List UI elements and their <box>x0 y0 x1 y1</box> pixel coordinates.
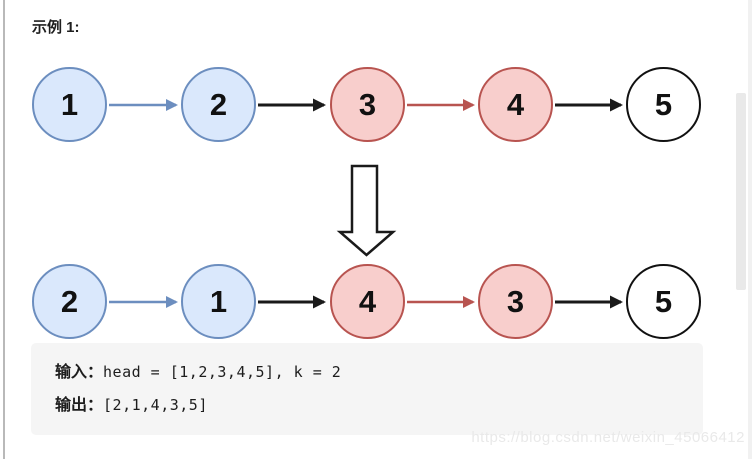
scrollbar-thumb[interactable] <box>736 93 746 290</box>
example-title: 示例 1: <box>32 19 80 36</box>
output-value: [2,1,4,3,5] <box>103 396 208 414</box>
scrollbar-track[interactable] <box>748 0 752 459</box>
input-label: 输入： <box>55 364 104 381</box>
list-node: 5 <box>626 67 701 142</box>
example-output-line: 输出：[2,1,4,3,5] <box>55 389 703 422</box>
hollow-down-arrow <box>336 164 397 257</box>
csdn-watermark: https://blog.csdn.net/weixin_45066412 <box>471 429 745 446</box>
node-value: 1 <box>60 86 79 122</box>
left-border-rule <box>3 0 5 459</box>
node-value: 4 <box>358 283 377 319</box>
output-label: 输出： <box>55 397 104 414</box>
list-node: 1 <box>181 264 256 339</box>
node-value: 2 <box>209 86 228 122</box>
list-node: 1 <box>32 67 107 142</box>
node-value: 3 <box>358 86 377 122</box>
node-value: 5 <box>654 86 673 122</box>
node-value: 1 <box>209 283 228 319</box>
input-value: head = [1,2,3,4,5], k = 2 <box>103 363 342 381</box>
example-io-block: 输入：head = [1,2,3,4,5], k = 2 输出：[2,1,4,3… <box>31 343 703 435</box>
node-value: 5 <box>654 283 673 319</box>
list-node: 4 <box>330 264 405 339</box>
node-value: 2 <box>60 283 79 319</box>
node-value: 4 <box>506 86 525 122</box>
example-input-line: 输入：head = [1,2,3,4,5], k = 2 <box>55 356 703 389</box>
list-node: 3 <box>478 264 553 339</box>
list-node: 2 <box>32 264 107 339</box>
list-node: 4 <box>478 67 553 142</box>
node-value: 3 <box>506 283 525 319</box>
list-node: 2 <box>181 67 256 142</box>
list-node: 5 <box>626 264 701 339</box>
list-node: 3 <box>330 67 405 142</box>
